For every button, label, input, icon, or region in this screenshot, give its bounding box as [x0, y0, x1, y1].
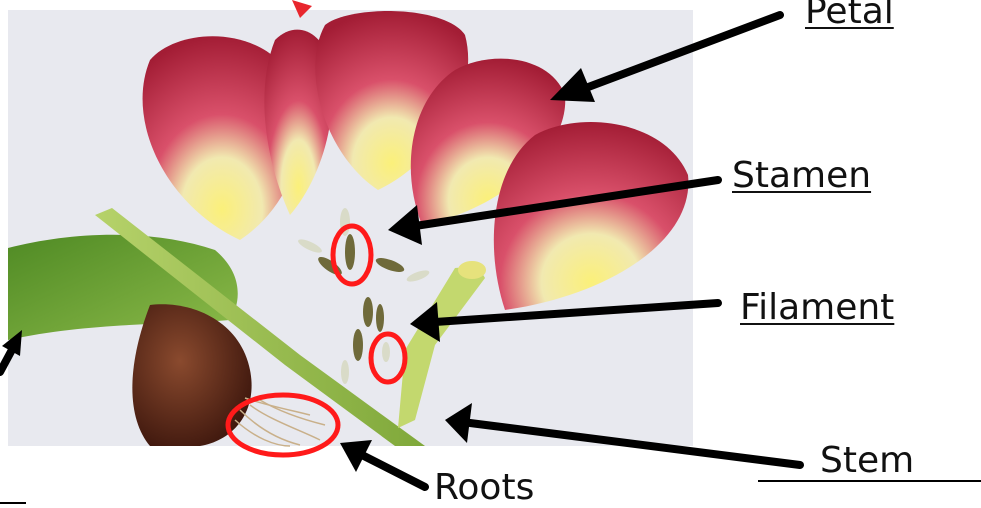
filament-label: Filament: [740, 290, 894, 326]
roots-arrow: [362, 455, 425, 487]
roots-label: Roots: [434, 470, 534, 506]
stamen-label: Stamen: [732, 158, 871, 194]
petal-label: Petal: [805, 0, 894, 30]
stem-label: Stem: [820, 443, 914, 479]
stigma: [458, 261, 486, 279]
